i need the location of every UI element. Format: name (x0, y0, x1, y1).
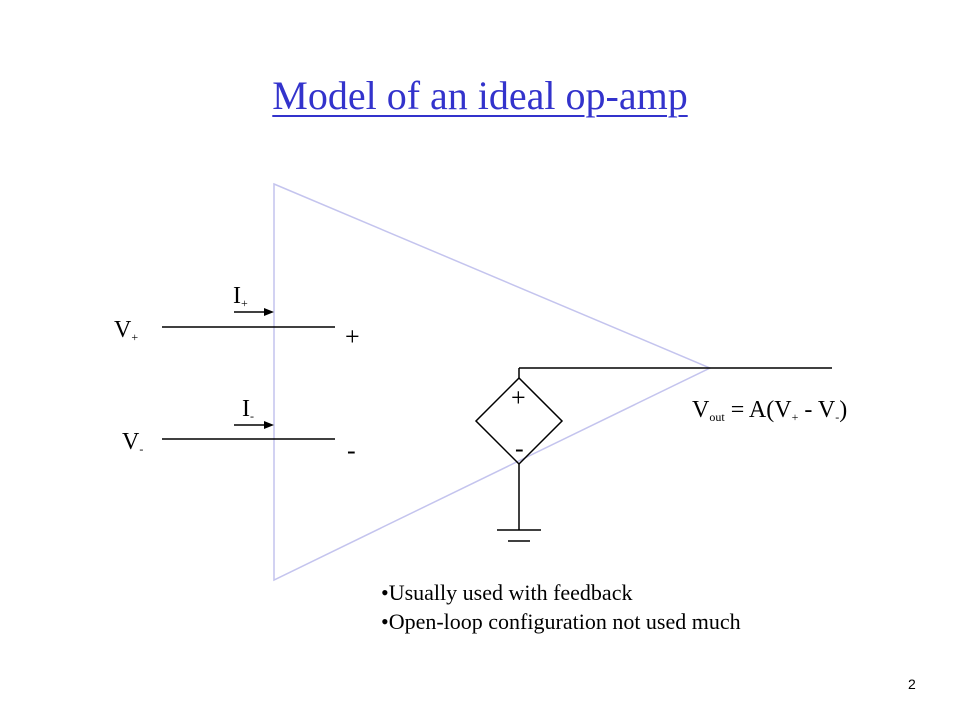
bullet-item: Open-loop configuration not used much (381, 607, 741, 636)
minus-terminal-sign: - (347, 436, 356, 465)
i-plus-label: I+ (233, 283, 248, 310)
page-number: 2 (908, 676, 916, 692)
slide-title: Model of an ideal op-amp (272, 73, 688, 118)
source-minus-sign: - (515, 434, 524, 463)
bullet-list: Usually used with feedback Open-loop con… (381, 578, 741, 636)
source-plus-sign: + (511, 383, 526, 412)
v-minus-label: V- (122, 429, 144, 456)
i-minus-label: I- (242, 396, 254, 423)
op-amp-triangle (273, 182, 712, 582)
bullet-item: Usually used with feedback (381, 578, 741, 607)
output-equation: Vout = A(V+ - V-) (692, 397, 848, 424)
plus-terminal-sign: + (345, 322, 360, 351)
v-plus-label: V+ (114, 317, 139, 344)
plus-current-arrow (234, 308, 274, 316)
minus-current-arrow (234, 421, 274, 429)
